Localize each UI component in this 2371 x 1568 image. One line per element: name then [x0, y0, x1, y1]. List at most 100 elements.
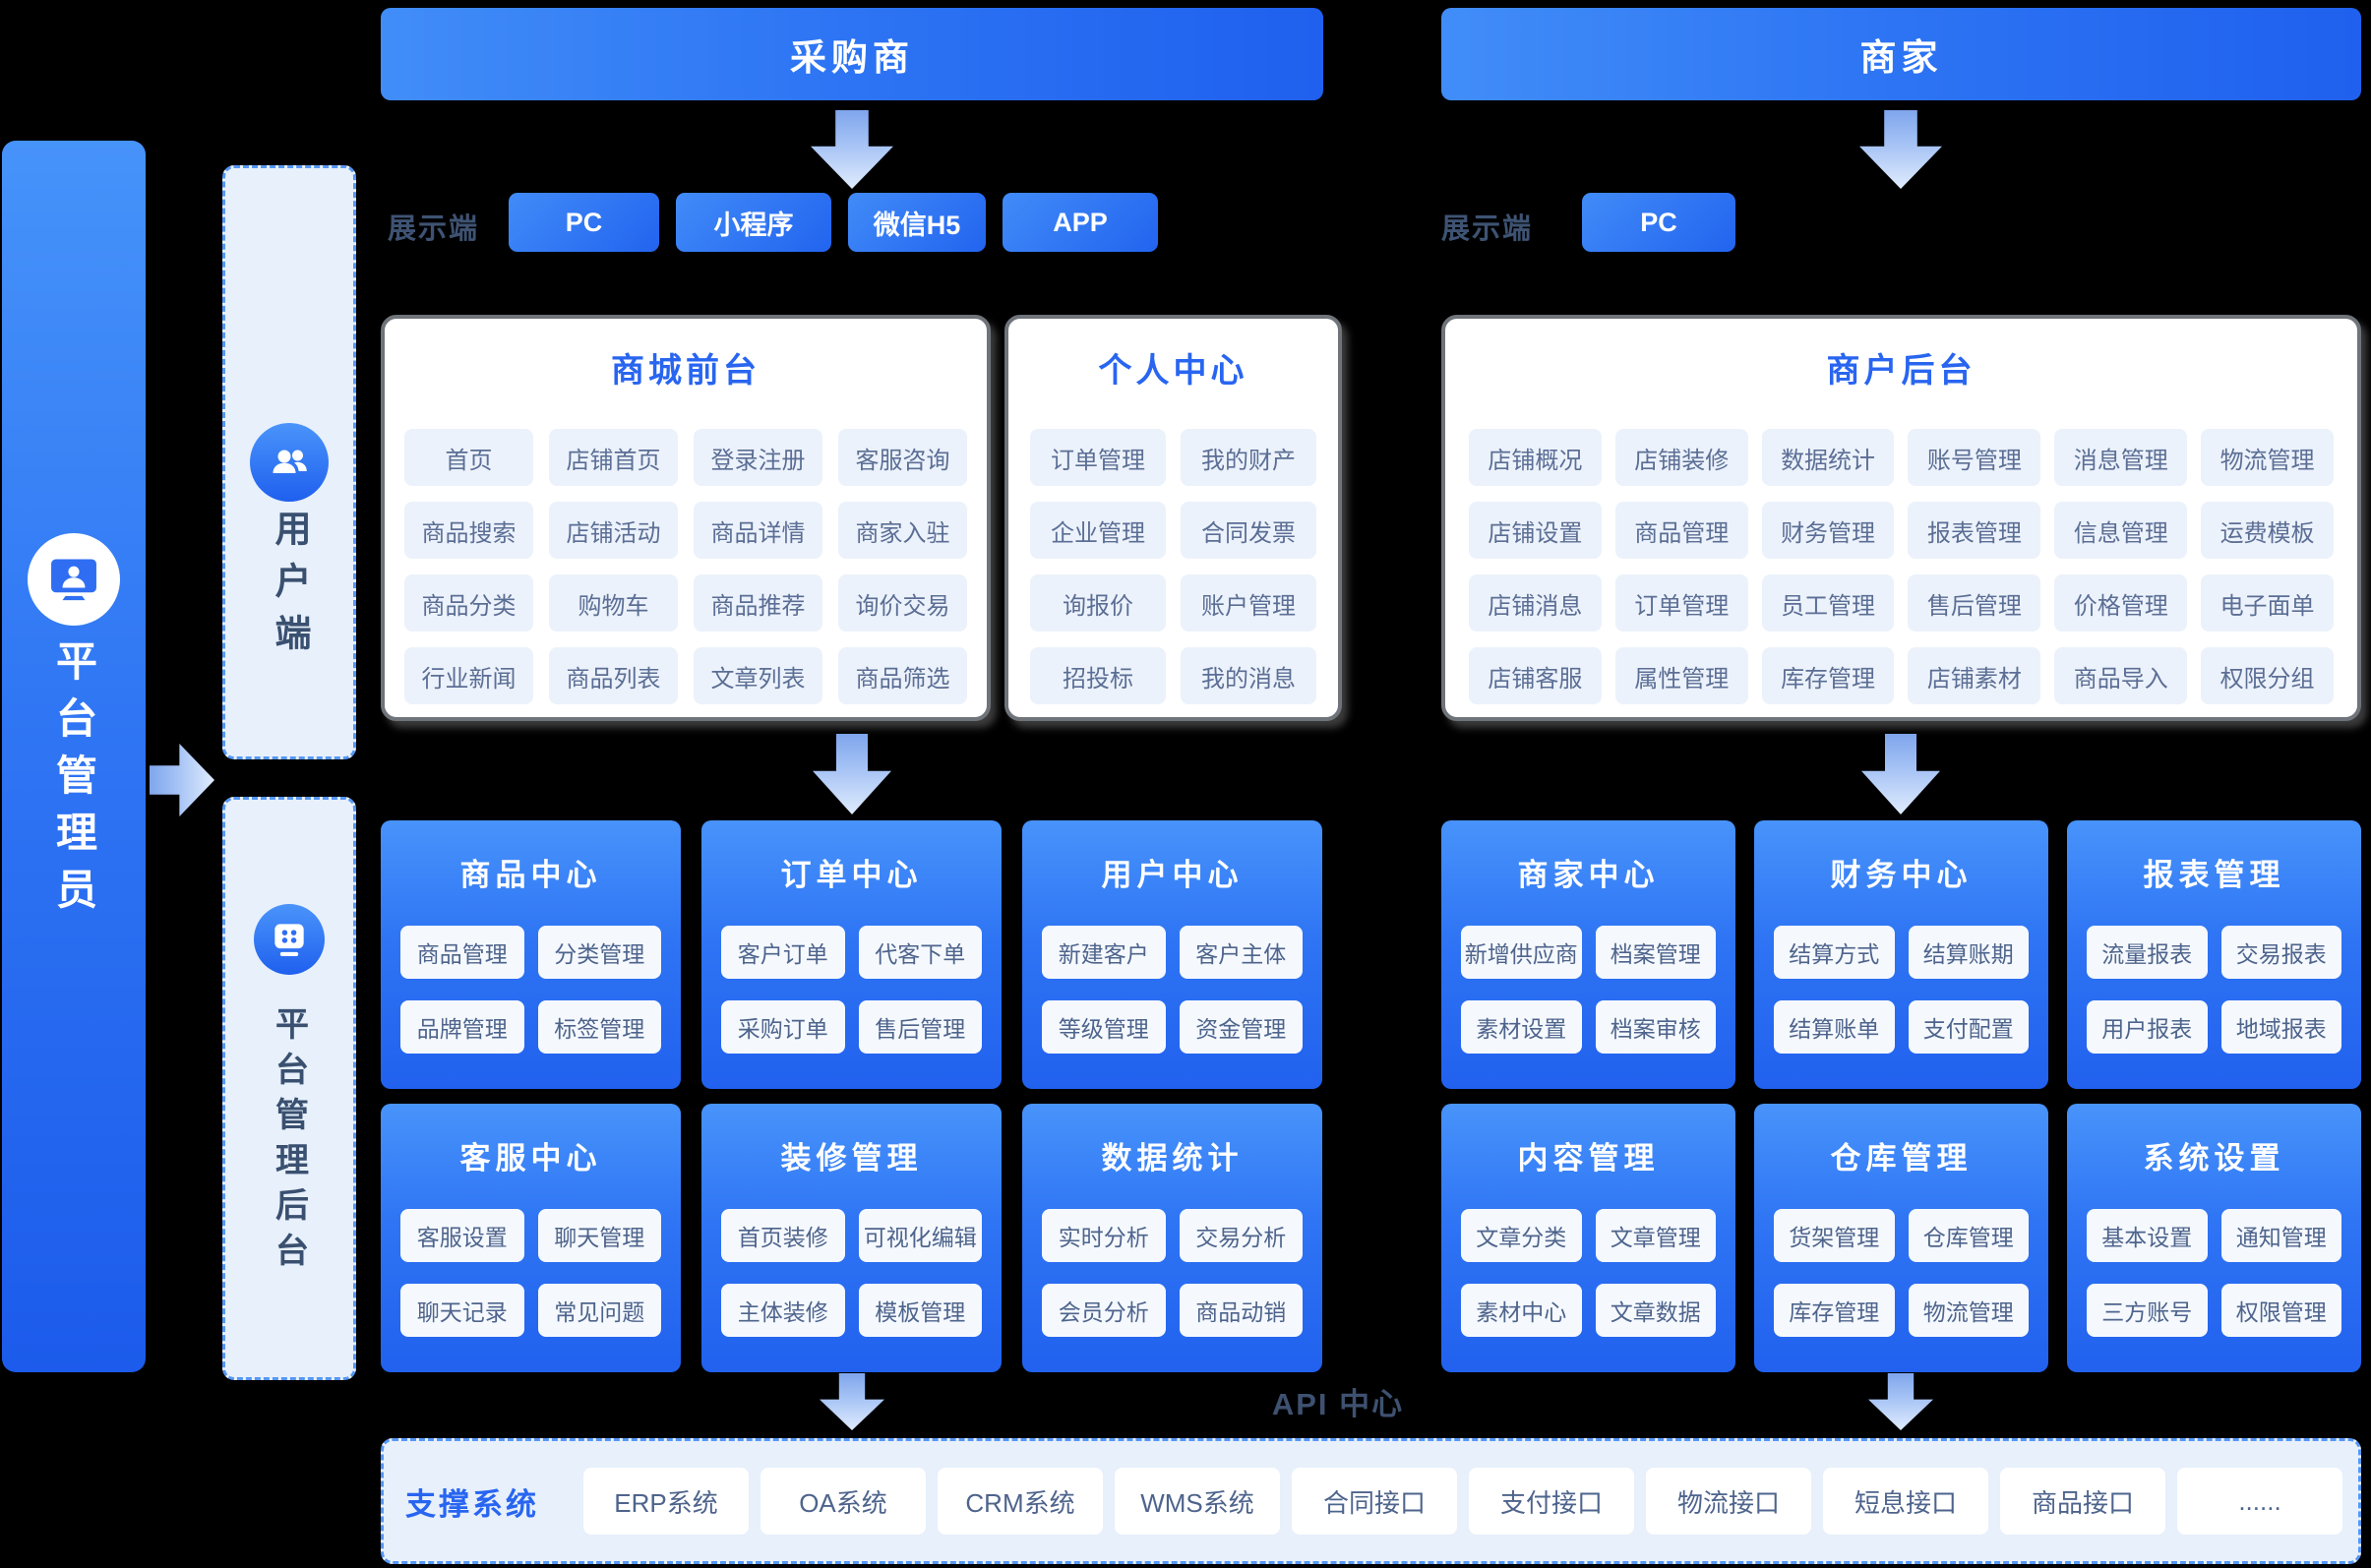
- platform-admin-bar: 平台管理员: [2, 141, 146, 1372]
- down-arrow-icon: [1868, 1373, 1933, 1430]
- feature-item: 电子面单: [2201, 574, 2334, 632]
- card-title: 商家中心: [1517, 858, 1660, 892]
- display-platform-button[interactable]: 小程序: [676, 193, 831, 252]
- card-items: 新增供应商档案管理素材设置档案审核: [1461, 926, 1716, 1054]
- card-items: 新建客户客户主体等级管理资金管理: [1042, 926, 1303, 1054]
- card-item: 支付配置: [1908, 1000, 2029, 1054]
- feature-item: 店铺装修: [1614, 429, 1748, 486]
- mall-front-panel: 商城前台 首页店铺首页登录注册客服咨询商品搜索店铺活动商品详情商家入驻商品分类购…: [381, 315, 991, 721]
- card-title: 用户中心: [1101, 858, 1244, 892]
- purchaser-header-bar: 采购商: [381, 8, 1323, 100]
- feature-item: 商品筛选: [838, 647, 967, 704]
- feature-item: 消息管理: [2054, 429, 2188, 486]
- card-item: 采购订单: [721, 1000, 845, 1054]
- feature-item: 客服咨询: [838, 429, 967, 486]
- user-side-panel: 用户端: [222, 165, 356, 759]
- card-item: 档案审核: [1595, 1000, 1716, 1054]
- card-items: 客户订单代客下单采购订单售后管理: [721, 926, 982, 1054]
- card-item: 文章管理: [1595, 1209, 1716, 1262]
- feature-item: 订单管理: [1614, 574, 1748, 632]
- card-title: 系统设置: [2143, 1141, 2285, 1176]
- down-arrow-icon: [820, 1373, 884, 1430]
- module-card: 数据统计实时分析交易分析会员分析商品动销: [1022, 1104, 1322, 1372]
- card-item: 商品动销: [1179, 1284, 1303, 1337]
- card-items: 商品管理分类管理品牌管理标签管理: [400, 926, 661, 1054]
- support-system-item: ERP系统: [583, 1468, 749, 1535]
- feature-item: 店铺设置: [1469, 502, 1602, 559]
- module-card: 系统设置基本设置通知管理三方账号权限管理: [2067, 1104, 2361, 1372]
- card-item: 文章数据: [1595, 1284, 1716, 1337]
- feature-item: 财务管理: [1761, 502, 1895, 559]
- card-item: 货架管理: [1774, 1209, 1895, 1262]
- feature-item: 店铺活动: [549, 502, 678, 559]
- down-arrow-icon: [811, 110, 893, 189]
- feature-item: 招投标: [1030, 647, 1166, 704]
- feature-item: 店铺素材: [1908, 647, 2041, 704]
- card-item: 仓库管理: [1908, 1209, 2029, 1262]
- api-center-label: API 中心: [1271, 1387, 1405, 1421]
- module-card: 订单中心客户订单代客下单采购订单售后管理: [701, 820, 1002, 1089]
- support-system-item: 支付接口: [1469, 1468, 1634, 1535]
- merchant-backend-items: 店铺概况店铺装修数据统计账号管理消息管理物流管理店铺设置商品管理财务管理报表管理…: [1469, 429, 2334, 704]
- module-card: 财务中心结算方式结算账期结算账单支付配置: [1754, 820, 2048, 1089]
- card-title: 客服中心: [459, 1141, 602, 1176]
- card-item: 素材中心: [1461, 1284, 1582, 1337]
- card-items: 客服设置聊天管理聊天记录常见问题: [400, 1209, 661, 1337]
- feature-item: 属性管理: [1614, 647, 1748, 704]
- card-item: 库存管理: [1774, 1284, 1895, 1337]
- card-item: 首页装修: [721, 1209, 845, 1262]
- feature-item: 商品分类: [404, 574, 533, 632]
- feature-item: 商品详情: [694, 502, 822, 559]
- personal-center-items: 订单管理我的财产企业管理合同发票询报价账户管理招投标我的消息: [1030, 429, 1316, 704]
- card-item: 流量报表: [2087, 926, 2208, 979]
- module-card: 内容管理文章分类文章管理素材中心文章数据: [1441, 1104, 1735, 1372]
- display-end-label: 展示端: [388, 213, 480, 245]
- card-item: 客户主体: [1179, 926, 1303, 979]
- module-card: 仓库管理货架管理仓库管理库存管理物流管理: [1754, 1104, 2048, 1372]
- card-item: 等级管理: [1042, 1000, 1166, 1054]
- card-item: 会员分析: [1042, 1284, 1166, 1337]
- platform-admin-backend-label: 平台管理后台: [270, 1006, 308, 1278]
- card-item: 基本设置: [2087, 1209, 2208, 1262]
- card-items: 实时分析交易分析会员分析商品动销: [1042, 1209, 1303, 1337]
- card-item: 品牌管理: [400, 1000, 524, 1054]
- feature-item: 商品管理: [1614, 502, 1748, 559]
- merchant-header-bar: 商家: [1441, 8, 2361, 100]
- card-item: 权限管理: [2220, 1284, 2341, 1337]
- panel-title: 商户后台: [1826, 352, 1976, 390]
- display-platform-button[interactable]: 微信H5: [848, 193, 986, 252]
- monitor-user-icon: [28, 533, 120, 626]
- admin-backend-cards-right: 商家中心新增供应商档案管理素材设置档案审核财务中心结算方式结算账期结算账单支付配…: [1441, 820, 2361, 1372]
- card-item: 实时分析: [1042, 1209, 1166, 1262]
- feature-item: 店铺客服: [1469, 647, 1602, 704]
- card-item: 商品管理: [400, 926, 524, 979]
- down-arrow-icon: [813, 734, 891, 814]
- card-item: 用户报表: [2087, 1000, 2208, 1054]
- card-item: 结算账单: [1774, 1000, 1895, 1054]
- feature-item: 企业管理: [1030, 502, 1166, 559]
- card-item: 聊天管理: [537, 1209, 661, 1262]
- card-item: 可视化编辑: [858, 1209, 982, 1262]
- feature-item: 账号管理: [1908, 429, 2041, 486]
- card-item: 物流管理: [1908, 1284, 2029, 1337]
- display-platform-button[interactable]: APP: [1003, 193, 1158, 252]
- feature-item: 店铺消息: [1469, 574, 1602, 632]
- support-system-item: 合同接口: [1292, 1468, 1457, 1535]
- display-platform-button[interactable]: PC: [509, 193, 659, 252]
- card-title: 商品中心: [459, 858, 602, 892]
- card-item: 售后管理: [858, 1000, 982, 1054]
- support-system-item: OA系统: [760, 1468, 926, 1535]
- support-system-item: 商品接口: [2000, 1468, 2165, 1535]
- card-items: 流量报表交易报表用户报表地域报表: [2087, 926, 2341, 1054]
- card-item: 交易报表: [2220, 926, 2341, 979]
- card-title: 装修管理: [780, 1141, 923, 1176]
- feature-item: 售后管理: [1908, 574, 2041, 632]
- module-card: 装修管理首页装修可视化编辑主体装修模板管理: [701, 1104, 1002, 1372]
- feature-item: 员工管理: [1761, 574, 1895, 632]
- display-platform-button[interactable]: PC: [1582, 193, 1735, 252]
- card-title: 数据统计: [1101, 1141, 1244, 1176]
- feature-item: 店铺概况: [1469, 429, 1602, 486]
- card-item: 地域报表: [2220, 1000, 2341, 1054]
